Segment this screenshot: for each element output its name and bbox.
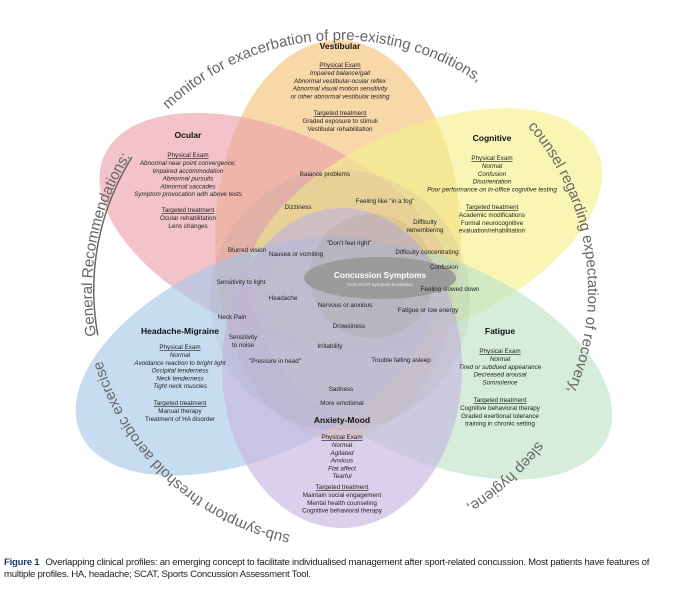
- symptom-label: remembering: [406, 227, 444, 234]
- exam-item: Abnormal near point convergence;: [139, 160, 237, 167]
- treatment-item: Lens changes: [168, 223, 207, 230]
- profile-title: Vestibular: [320, 41, 361, 51]
- exam-heading: Physical Exam: [471, 155, 512, 162]
- exam-item: Avoidance reaction to bright light: [133, 360, 225, 367]
- symptom-label: Feeling slowed down: [421, 286, 480, 293]
- profile-title: Anxiety-Mood: [314, 415, 370, 425]
- exam-item: Impaired accommodation: [153, 168, 224, 175]
- treatment-item: Academic modifications: [459, 212, 525, 219]
- treatment-item: Ocular rehabilitation: [160, 215, 216, 222]
- symptom-label: Difficulty concentrating: [395, 249, 459, 256]
- exam-item: Tearful: [332, 473, 352, 480]
- exam-heading: Physical Exam: [321, 434, 362, 441]
- exam-item: Somnolence: [482, 379, 518, 386]
- exam-item: Disorientation: [473, 179, 512, 186]
- profile-title: Ocular: [175, 130, 203, 140]
- symptom-label: More emotional: [320, 400, 363, 407]
- treatment-item: Vestibular rehabilitation: [307, 126, 373, 133]
- treatment-heading: Targeted treatment: [154, 400, 207, 407]
- exam-item: Occipital tenderness: [151, 368, 209, 375]
- exam-item: Abnormal pursuits: [162, 176, 215, 183]
- center-title: Concussion Symptoms: [334, 270, 427, 280]
- treatment-item: Formal neurocognitive: [461, 220, 524, 227]
- exam-item: Decreased arousal: [474, 372, 527, 379]
- exam-item: Normal: [490, 356, 511, 363]
- exam-item: Abnormal visual motion sensitivity: [292, 86, 388, 93]
- symptom-label: Neck Pain: [218, 314, 247, 321]
- exam-item: Tired or subdued appearance: [459, 364, 542, 371]
- symptom-label: Headache: [269, 295, 298, 302]
- treatment-item: Graded exposure to stimuli: [302, 118, 377, 125]
- symptom-label: Balance problems: [300, 171, 350, 178]
- exam-item: Abnormal saccades: [159, 183, 216, 190]
- clinical-profiles-diagram: Concussion Symptoms From SCAT Symptom Ev…: [75, 27, 613, 548]
- exam-item: Flat affect: [328, 465, 356, 472]
- treatment-item: Cognitive behavioral therapy: [302, 508, 383, 515]
- exam-item: Tight neck muscles: [153, 383, 208, 390]
- exam-heading: Physical Exam: [159, 344, 200, 351]
- symptom-label: Nausea or vomiting: [269, 251, 324, 258]
- treatment-item: Manual therapy: [158, 408, 202, 415]
- exam-heading: Physical Exam: [319, 62, 360, 69]
- exam-heading: Physical Exam: [167, 152, 208, 159]
- symptom-label: Blurred vision: [228, 247, 267, 254]
- symptom-label: Nervous or anxious: [318, 302, 372, 309]
- profile-title: Headache-Migraine: [141, 326, 219, 336]
- symptom-label: "Pressure in head": [249, 358, 301, 365]
- symptom-label: Fatigue or low energy: [398, 307, 459, 314]
- symptom-label: Drowsiness: [333, 323, 366, 330]
- exam-item: Anxious: [330, 458, 354, 465]
- exam-item: Agitated: [329, 450, 354, 457]
- exam-item: Neck tenderness: [156, 375, 204, 382]
- exam-item: Normal: [332, 442, 353, 449]
- treatment-item: evaluation/rehabilitation: [459, 228, 526, 235]
- exam-item: Normal: [482, 163, 503, 170]
- figure-label: Figure 1: [4, 557, 40, 568]
- treatment-heading: Targeted treatment: [162, 207, 215, 214]
- exam-item: Normal: [170, 352, 191, 359]
- treatment-heading: Targeted treatment: [316, 484, 369, 491]
- symptom-label: Confusion: [430, 264, 459, 271]
- treatment-item: Treatment of HA disorder: [145, 416, 215, 423]
- exam-heading: Physical Exam: [479, 348, 520, 355]
- symptom-label: Feeling like "in a fog": [356, 198, 415, 205]
- profile-title: Fatigue: [485, 326, 515, 336]
- treatment-item: Graded exertional tolerance: [461, 413, 539, 420]
- treatment-heading: Targeted treatment: [466, 204, 519, 211]
- exam-item: Symptom provocation with above tests: [134, 191, 243, 198]
- treatment-item: Cognitive behavioral therapy: [460, 405, 541, 412]
- symptom-label: "Don't feel right": [327, 240, 372, 247]
- symptom-label: Trouble falling asleep: [371, 357, 431, 364]
- symptom-label: Irritability: [317, 343, 343, 350]
- symptom-label: Difficulty: [413, 219, 438, 226]
- exam-item: Poor performance on in-office cognitive …: [427, 186, 557, 193]
- exam-item: Confusion: [478, 171, 507, 178]
- treatment-item: training in chronic setting: [465, 421, 535, 428]
- exam-item: Abnormal vestibular-ocular reflex: [293, 78, 387, 85]
- treatment-heading: Targeted treatment: [314, 110, 367, 117]
- treatment-item: Maintain social engagement: [303, 492, 382, 499]
- symptom-label: Dizziness: [285, 204, 312, 211]
- treatment-item: Mental health counseling: [307, 500, 377, 507]
- symptom-label: to noise: [232, 342, 255, 349]
- center-ellipse: [304, 257, 456, 299]
- profile-title: Cognitive: [473, 133, 512, 143]
- symptom-label: Sensitivity: [229, 334, 258, 341]
- figure-caption-text: Overlapping clinical profiles: an emergi…: [4, 557, 650, 580]
- symptom-label: Sensitivity to light: [217, 279, 266, 286]
- exam-item: or other abnormal vestibular testing: [291, 93, 390, 100]
- center-subtitle: From SCAT Symptom Evaluation: [347, 282, 413, 287]
- treatment-heading: Targeted treatment: [474, 397, 527, 404]
- symptom-label: Sadness: [329, 386, 354, 393]
- exam-item: Impaired balance/gait: [310, 70, 370, 77]
